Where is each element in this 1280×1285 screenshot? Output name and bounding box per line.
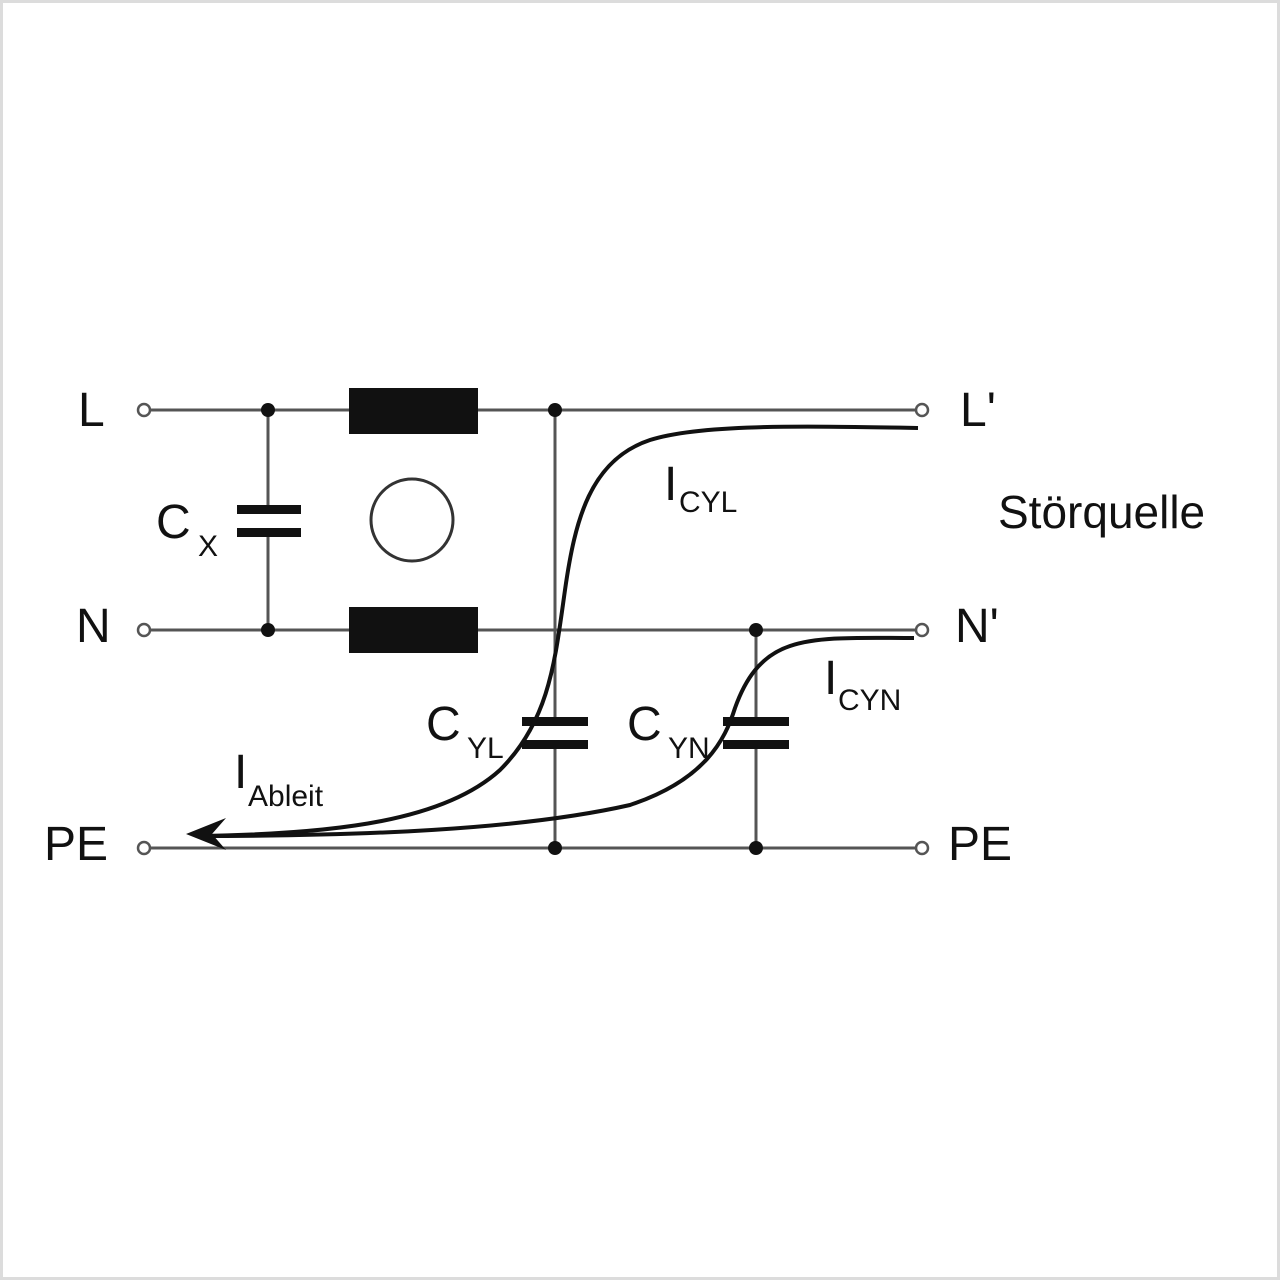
junction-dot <box>749 623 763 637</box>
choke-winding-l <box>349 388 478 434</box>
label-ileak: I <box>234 746 247 799</box>
label-cx-sub: X <box>198 530 218 563</box>
terminal-n-out <box>914 622 930 638</box>
label-icyn-sub: CYN <box>838 684 901 717</box>
label-cx: C <box>156 496 191 549</box>
junction-dot <box>261 623 275 637</box>
label-pe-right: PE <box>948 818 1012 871</box>
label-cyn: C <box>627 698 662 751</box>
terminal-pe-out <box>914 840 930 856</box>
label-cyn-sub: YN <box>668 732 710 765</box>
terminal-l-in <box>136 402 152 418</box>
terminal-pe-in <box>136 840 152 856</box>
label-ileak-sub: Ableit <box>248 780 324 813</box>
junction-dot <box>749 841 763 855</box>
arrowhead-icon <box>186 818 226 850</box>
label-icyn: I <box>824 652 837 705</box>
junction-dot <box>548 841 562 855</box>
label-cyl-sub: YL <box>467 732 504 765</box>
label-noise-source: Störquelle <box>998 486 1205 538</box>
terminal-l-out <box>914 402 930 418</box>
label-l-prime: L' <box>960 384 996 437</box>
choke-core-circle <box>369 477 455 563</box>
terminal-n-in <box>136 622 152 638</box>
label-cyl: C <box>426 698 461 751</box>
junction-dot <box>548 403 562 417</box>
label-l: L <box>78 384 105 437</box>
capacitor-cyl <box>522 717 588 749</box>
current-path-icyn <box>197 635 915 838</box>
label-icyl-sub: CYL <box>679 486 737 519</box>
label-icyl: I <box>664 458 677 511</box>
label-pe-left: PE <box>44 818 108 871</box>
capacitor-cx <box>237 505 301 537</box>
capacitor-cyn <box>723 717 789 749</box>
choke-winding-n <box>349 607 478 653</box>
junction-dot <box>261 403 275 417</box>
label-n-prime: N' <box>955 600 999 653</box>
label-n: N <box>76 600 111 653</box>
current-path-icyl <box>197 424 919 838</box>
